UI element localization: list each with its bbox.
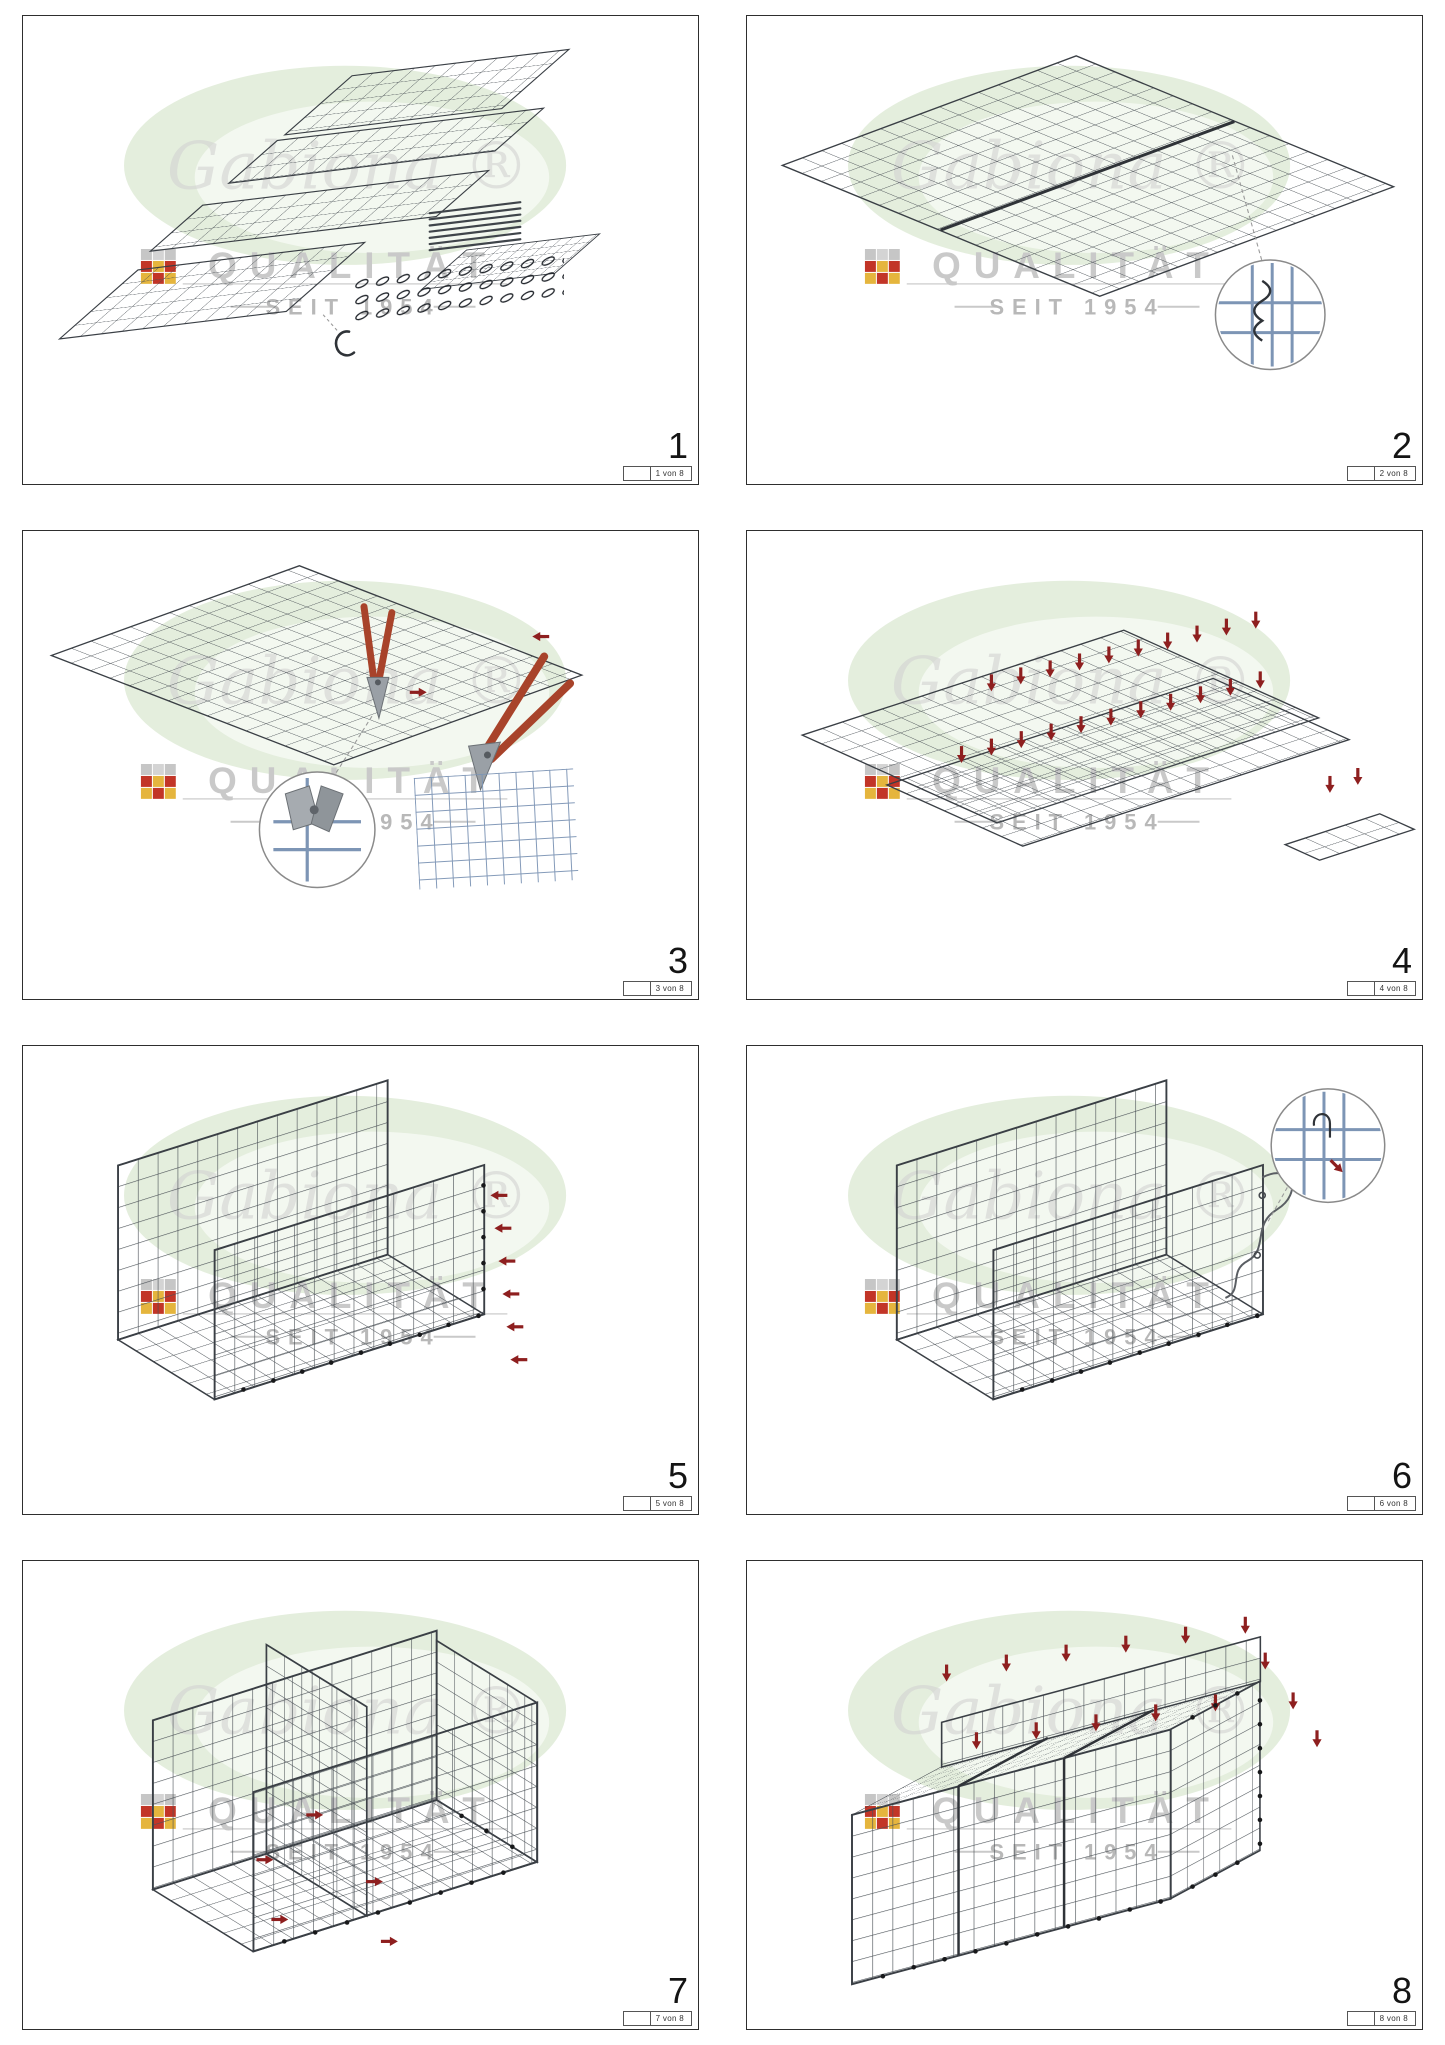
front-wall-mesh [851, 1728, 1172, 1986]
sheet-count: 6 von 8 [1379, 1499, 1408, 1508]
step-panel-8: 8 8 von 8 [746, 1560, 1423, 2030]
front-wall-mesh [252, 1701, 539, 1953]
sheet-label-cell [624, 467, 651, 480]
sheet-box: 6 von 8 [1346, 1496, 1416, 1511]
divider-seam-lid [1063, 1708, 1154, 1760]
sheet-box: 1 von 8 [622, 466, 692, 481]
detail-callout [1214, 259, 1326, 371]
illustration-step-6 [847, 1079, 1386, 1401]
leader-line [1231, 155, 1263, 263]
sheet-label-cell [1348, 2012, 1375, 2025]
sheet-label-cell [1348, 467, 1375, 480]
hook-icon [1312, 1113, 1332, 1138]
illustration-step-8 [847, 1609, 1324, 1986]
pliers-cutter-large [467, 652, 575, 792]
wire-ring [1258, 1191, 1267, 1200]
title-block: 2 2 von 8 [1346, 425, 1416, 481]
overlapped-meshes [800, 629, 1417, 861]
step-number: 1 [667, 425, 688, 466]
sheet-count: 5 von 8 [655, 1499, 684, 1508]
sheet-box: 5 von 8 [622, 1496, 692, 1511]
step-panel-3: 3 3 von 8 [22, 530, 699, 1000]
wire-ring [1253, 1251, 1262, 1259]
title-block: 8 8 von 8 [1346, 1970, 1416, 2026]
sheet-count: 1 von 8 [655, 469, 684, 478]
c-hook-icon [334, 330, 356, 357]
illustration-step-1 [57, 48, 602, 357]
detail-callout [258, 771, 376, 889]
sheet-count: 3 von 8 [655, 984, 684, 993]
step-number: 5 [667, 1455, 688, 1496]
step-number: 7 [667, 1970, 688, 2011]
illustration-step-4 [800, 579, 1417, 861]
sheet-box: 7 von 8 [622, 2011, 692, 2026]
step-panel-5: 5 5 von 8 [22, 1045, 699, 1515]
title-block: 1 1 von 8 [622, 425, 692, 481]
gabion-open [895, 1079, 1265, 1401]
base-mesh [49, 565, 584, 766]
step-number: 8 [1391, 1970, 1412, 2011]
sheet-label-cell [1348, 1497, 1375, 1510]
leader-line [1267, 1182, 1291, 1222]
step-panel-6: 6 6 von 8 [746, 1045, 1423, 1515]
gabion-box-open-top [151, 1629, 539, 1953]
title-block: 4 4 von 8 [1346, 940, 1416, 996]
front-wall-mesh [992, 1163, 1264, 1401]
rod-bundle [428, 201, 522, 252]
step-number: 2 [1391, 425, 1412, 466]
title-block: 3 3 von 8 [622, 940, 692, 996]
sheet-count: 7 von 8 [655, 2014, 684, 2023]
illustration-step-7 [123, 1609, 568, 1953]
step-panel-1: 1 1 von 8 [22, 15, 699, 485]
step-number: 4 [1391, 940, 1412, 981]
sheet-count: 4 von 8 [1379, 984, 1408, 993]
leader-line [322, 314, 340, 334]
sheet-box: 8 von 8 [1346, 2011, 1416, 2026]
illustration-step-2 [780, 55, 1396, 371]
sheet-count: 8 von 8 [1379, 2014, 1408, 2023]
sheet-box: 4 von 8 [1346, 981, 1416, 996]
sheet-label-cell [624, 982, 651, 995]
cut-mesh [413, 768, 579, 890]
detail-callout [1270, 1088, 1386, 1204]
gabion-open [116, 1079, 486, 1401]
sheet-box: 3 von 8 [622, 981, 692, 996]
sheet-count: 2 von 8 [1379, 469, 1408, 478]
pliers-cutter-small [360, 603, 396, 721]
step-panel-2: 2 2 von 8 [746, 15, 1423, 485]
title-block: 7 7 von 8 [622, 1970, 692, 2026]
illustration-step-3 [49, 565, 584, 890]
center-seam [940, 120, 1235, 232]
step-panel-7: 7 7 von 8 [22, 1560, 699, 2030]
leader-line [333, 715, 373, 777]
spiral-connector-icon [1253, 279, 1272, 342]
illustration-step-5 [116, 1079, 568, 1401]
title-block: 6 6 von 8 [1346, 1455, 1416, 1511]
press-arrows-flap [1323, 766, 1365, 795]
sheet-box: 2 von 8 [1346, 466, 1416, 481]
sheet-label-cell [624, 1497, 651, 1510]
sheet-label-cell [1348, 982, 1375, 995]
front-wall-mesh [213, 1163, 486, 1401]
sheet-label-cell [624, 2012, 651, 2025]
step-panel-4: 4 4 von 8 [746, 530, 1423, 1000]
step-number: 3 [667, 940, 688, 981]
step-number: 6 [1391, 1455, 1412, 1496]
divider-seam-lid [957, 1736, 1049, 1788]
spiral-clips-rows [352, 251, 564, 325]
title-block: 5 5 von 8 [622, 1455, 692, 1511]
